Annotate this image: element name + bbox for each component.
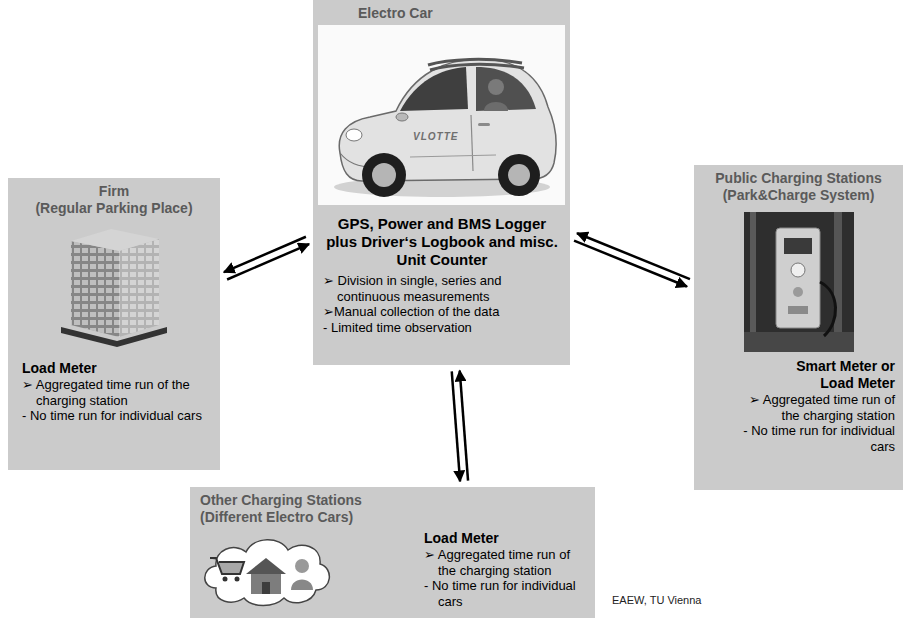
car-illustration-part xyxy=(471,115,473,171)
illustration-frame xyxy=(196,528,336,610)
charging-post-photo-part xyxy=(791,263,805,277)
other-station-panel: Other Charging Stations(Different Electr… xyxy=(190,487,595,618)
panel-heading: Electro Car xyxy=(318,5,565,22)
cloud-icons-part xyxy=(262,582,270,594)
charging-post-photo-part xyxy=(776,228,820,328)
text-group: Load Meter➢ Aggregated time run of the c… xyxy=(424,492,589,610)
cloud-icons-part xyxy=(205,540,330,606)
cloud-figure xyxy=(205,540,330,606)
flow-arrow xyxy=(224,237,306,272)
bullet-note: ➢ Aggregated time run of the charging st… xyxy=(22,377,214,408)
office-building-icon-part xyxy=(119,239,159,337)
illustration-frame xyxy=(744,212,854,352)
building-figure xyxy=(61,229,167,347)
charging-post-photo-part xyxy=(820,282,836,336)
car-figure xyxy=(334,59,556,197)
car-illustration xyxy=(318,25,565,205)
cloud-icons-part xyxy=(210,558,244,574)
bullet-note: ➢ Aggregated time run of the charging st… xyxy=(730,392,895,423)
panel-subheading: (Park&Charge System) xyxy=(700,187,897,204)
cloud-icons xyxy=(196,528,336,610)
logger-title: GPS, Power and BMS Logger plus Driver‘s … xyxy=(323,215,561,269)
car-illustration-part xyxy=(430,64,524,70)
public-station-panel: Public Charging Stations(Park&Charge Sys… xyxy=(694,165,903,490)
car-illustration-part xyxy=(484,102,508,111)
car-illustration-part xyxy=(400,67,468,111)
car-illustration-part xyxy=(498,154,540,196)
text-group: Electro Car xyxy=(318,5,565,22)
text-group: Public Charging Stations(Park&Charge Sys… xyxy=(700,170,897,204)
meter-title: Load Meter xyxy=(22,360,214,377)
vehicle-panel: Electro Car VLOTTE GPS, Power and BMS Log… xyxy=(313,0,570,365)
text-group: Other Charging Stations(Different Electr… xyxy=(196,492,424,526)
office-building-icon-part xyxy=(71,241,119,337)
cloud-icons-part xyxy=(246,558,286,574)
bullet-note: - No time run for individual cars xyxy=(730,423,895,454)
text-group: Smart Meter or Load Meter➢ Aggregated ti… xyxy=(700,358,897,454)
cloud-icons-part xyxy=(235,577,240,582)
flow-arrow xyxy=(227,244,309,279)
office-building-icon-part xyxy=(119,239,159,337)
car-illustration-part xyxy=(488,79,504,95)
flow-arrow xyxy=(452,371,460,481)
bullet-note: - Limited time observation xyxy=(323,320,561,336)
car-illustration-part xyxy=(478,123,490,126)
text-group: Firm(Regular Parking Place) xyxy=(14,183,214,217)
car-illustration-part xyxy=(508,164,530,186)
charging-post-photo-part xyxy=(750,212,756,352)
firm-panel: Firm(Regular Parking Place) Load Meter➢ … xyxy=(8,178,220,470)
car-illustration-part xyxy=(396,113,408,121)
panel-heading: Other Charging Stations xyxy=(200,492,424,509)
credit-note: EAEW, TU Vienna xyxy=(612,594,701,606)
office-building-icon xyxy=(49,223,179,348)
cloud-icons-part xyxy=(295,559,309,573)
meter-title: Smart Meter or Load Meter xyxy=(765,358,895,392)
charging-post-photo xyxy=(744,212,854,352)
meter-title: Load Meter xyxy=(424,530,589,547)
illustration-frame: VLOTTE xyxy=(318,25,565,205)
text-group: Other Charging Stations(Different Electr… xyxy=(196,492,589,610)
cloud-icons-part xyxy=(223,577,228,582)
car-lettering: VLOTTE xyxy=(413,131,458,142)
flow-arrow xyxy=(574,241,687,287)
bullet-note: ➢ Aggregated time run of the charging st… xyxy=(424,547,589,578)
charging-post-figure xyxy=(744,212,854,352)
charging-post-photo-part xyxy=(793,287,803,297)
panel-heading: Firm xyxy=(14,183,214,200)
car-illustration-part xyxy=(362,153,406,197)
panel-heading: Public Charging Stations xyxy=(700,170,897,187)
cloud-icons-part xyxy=(291,580,313,591)
office-building-icon-part xyxy=(71,229,159,251)
bullet-note: - No time run for individual cars xyxy=(22,408,214,424)
text-group: Other Charging Stations(Different Electr… xyxy=(196,492,424,610)
flow-arrow xyxy=(460,371,468,481)
illustration-frame xyxy=(49,223,179,348)
charging-post-photo-part xyxy=(834,212,842,352)
car-illustration-part xyxy=(476,67,536,111)
panel-subheading: (Regular Parking Place) xyxy=(14,200,214,217)
bullet-note: ➢ Division in single, series and continu… xyxy=(323,273,561,304)
car-illustration-part xyxy=(346,129,362,141)
office-building-icon-part xyxy=(71,241,119,337)
charging-post-photo-part xyxy=(744,212,854,352)
car-illustration-part xyxy=(372,163,396,187)
cloud-icons-part xyxy=(251,574,281,594)
flow-arrow xyxy=(577,233,690,279)
text-group: GPS, Power and BMS Logger plus Driver‘s … xyxy=(318,205,565,335)
charging-post-photo-part xyxy=(784,238,812,254)
bullet-note: ➢Manual collection of the data xyxy=(323,304,561,320)
panel-subheading: (Different Electro Cars) xyxy=(200,509,424,526)
car-illustration-part xyxy=(410,155,496,157)
bullet-note: - No time run for individual cars xyxy=(424,578,589,609)
charging-post-photo-part xyxy=(744,332,854,352)
charging-post-photo-part xyxy=(788,306,808,314)
text-group: Load Meter➢ Aggregated time run of the c… xyxy=(14,352,214,424)
